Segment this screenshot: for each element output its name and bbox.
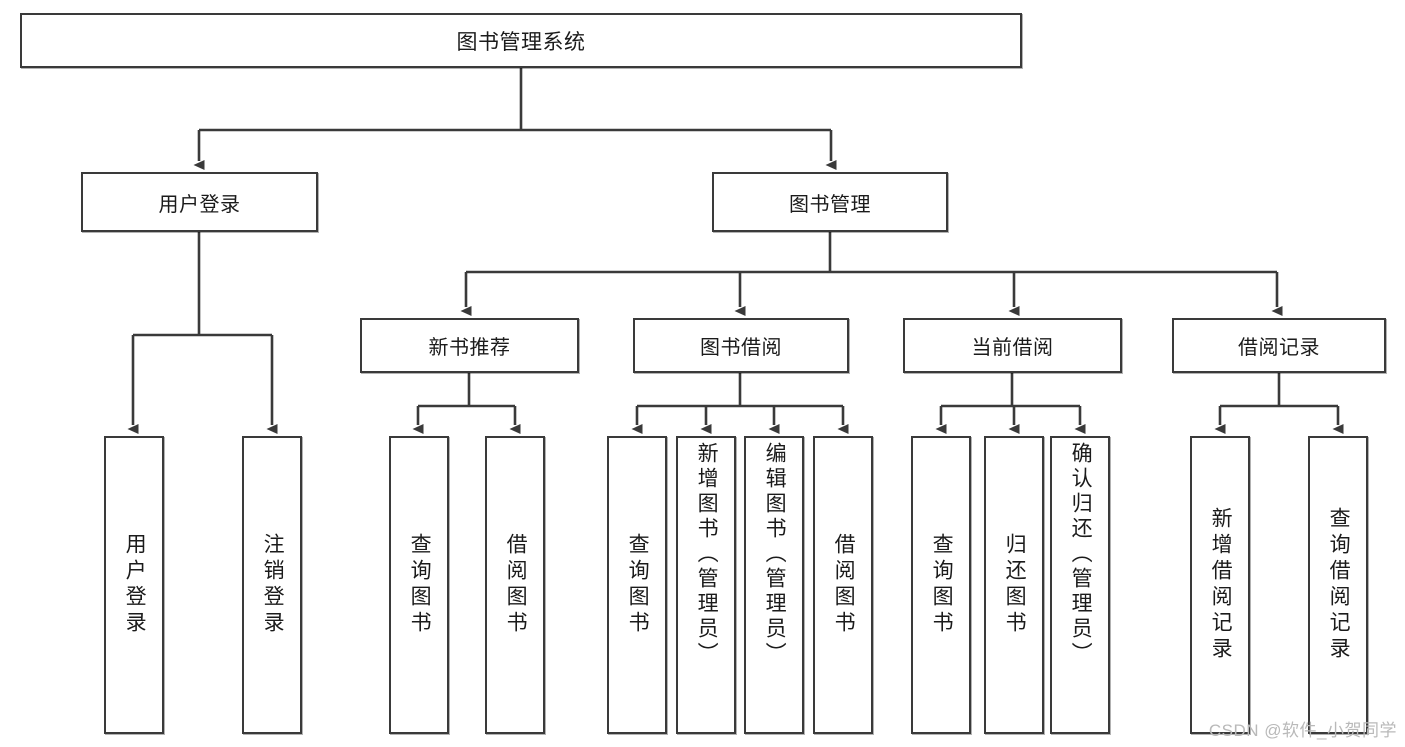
node-leaf-query-record[interactable]: 查询借阅记录 (1308, 436, 1368, 734)
node-current-borrow[interactable]: 当前借阅 (903, 318, 1122, 373)
node-leaf-logout[interactable]: 注销登录 (242, 436, 302, 734)
node-leaf-borrow-book-1-label: 借阅图书 (504, 533, 528, 637)
node-leaf-return-book-label: 归还图书 (1003, 533, 1027, 637)
node-leaf-confirm-return-label: 确认归还（管理员） (1069, 442, 1093, 667)
node-leaf-query-book-2-label: 查询图书 (626, 533, 650, 637)
node-book-manage[interactable]: 图书管理 (712, 172, 948, 232)
node-leaf-query-book-2[interactable]: 查询图书 (607, 436, 667, 734)
node-user-login-label: 用户登录 (158, 193, 241, 216)
node-leaf-edit-book-label: 编辑图书（管理员） (763, 442, 787, 667)
node-leaf-return-book[interactable]: 归还图书 (984, 436, 1044, 734)
node-book-manage-label: 图书管理 (789, 193, 871, 216)
node-leaf-borrow-book-2-label: 借阅图书 (832, 533, 856, 637)
node-leaf-query-book-1-label: 查询图书 (408, 533, 432, 637)
node-leaf-query-record-label: 查询借阅记录 (1327, 507, 1351, 663)
watermark-text: CSDN @软件_小贺同学 (1208, 721, 1397, 740)
node-leaf-add-record[interactable]: 新增借阅记录 (1190, 436, 1250, 734)
node-leaf-borrow-book-1[interactable]: 借阅图书 (485, 436, 545, 734)
node-new-book-recommend-label: 新书推荐 (428, 337, 511, 359)
node-book-borrow[interactable]: 图书借阅 (633, 318, 849, 373)
node-root[interactable]: 图书管理系统 (20, 13, 1022, 68)
node-leaf-edit-book[interactable]: 编辑图书（管理员） (744, 436, 804, 734)
node-leaf-add-record-label: 新增借阅记录 (1209, 507, 1233, 663)
node-leaf-query-book-3[interactable]: 查询图书 (911, 436, 971, 734)
node-leaf-user-login[interactable]: 用户登录 (104, 436, 164, 734)
node-book-borrow-label: 图书借阅 (700, 337, 782, 359)
node-leaf-query-book-3-label: 查询图书 (930, 533, 954, 637)
node-leaf-borrow-book-2[interactable]: 借阅图书 (813, 436, 873, 734)
node-new-book-recommend[interactable]: 新书推荐 (360, 318, 579, 373)
node-leaf-add-book-label: 新增图书（管理员） (695, 442, 719, 667)
node-borrow-record-label: 借阅记录 (1238, 337, 1320, 359)
node-leaf-user-login-label: 用户登录 (123, 533, 147, 637)
node-borrow-record[interactable]: 借阅记录 (1172, 318, 1386, 373)
node-current-borrow-label: 当前借阅 (971, 337, 1054, 359)
node-root-label: 图书管理系统 (456, 30, 586, 54)
node-leaf-add-book[interactable]: 新增图书（管理员） (676, 436, 736, 734)
node-leaf-confirm-return[interactable]: 确认归还（管理员） (1050, 436, 1110, 734)
node-leaf-query-book-1[interactable]: 查询图书 (389, 436, 449, 734)
node-user-login[interactable]: 用户登录 (81, 172, 318, 232)
node-leaf-logout-label: 注销登录 (261, 533, 285, 637)
